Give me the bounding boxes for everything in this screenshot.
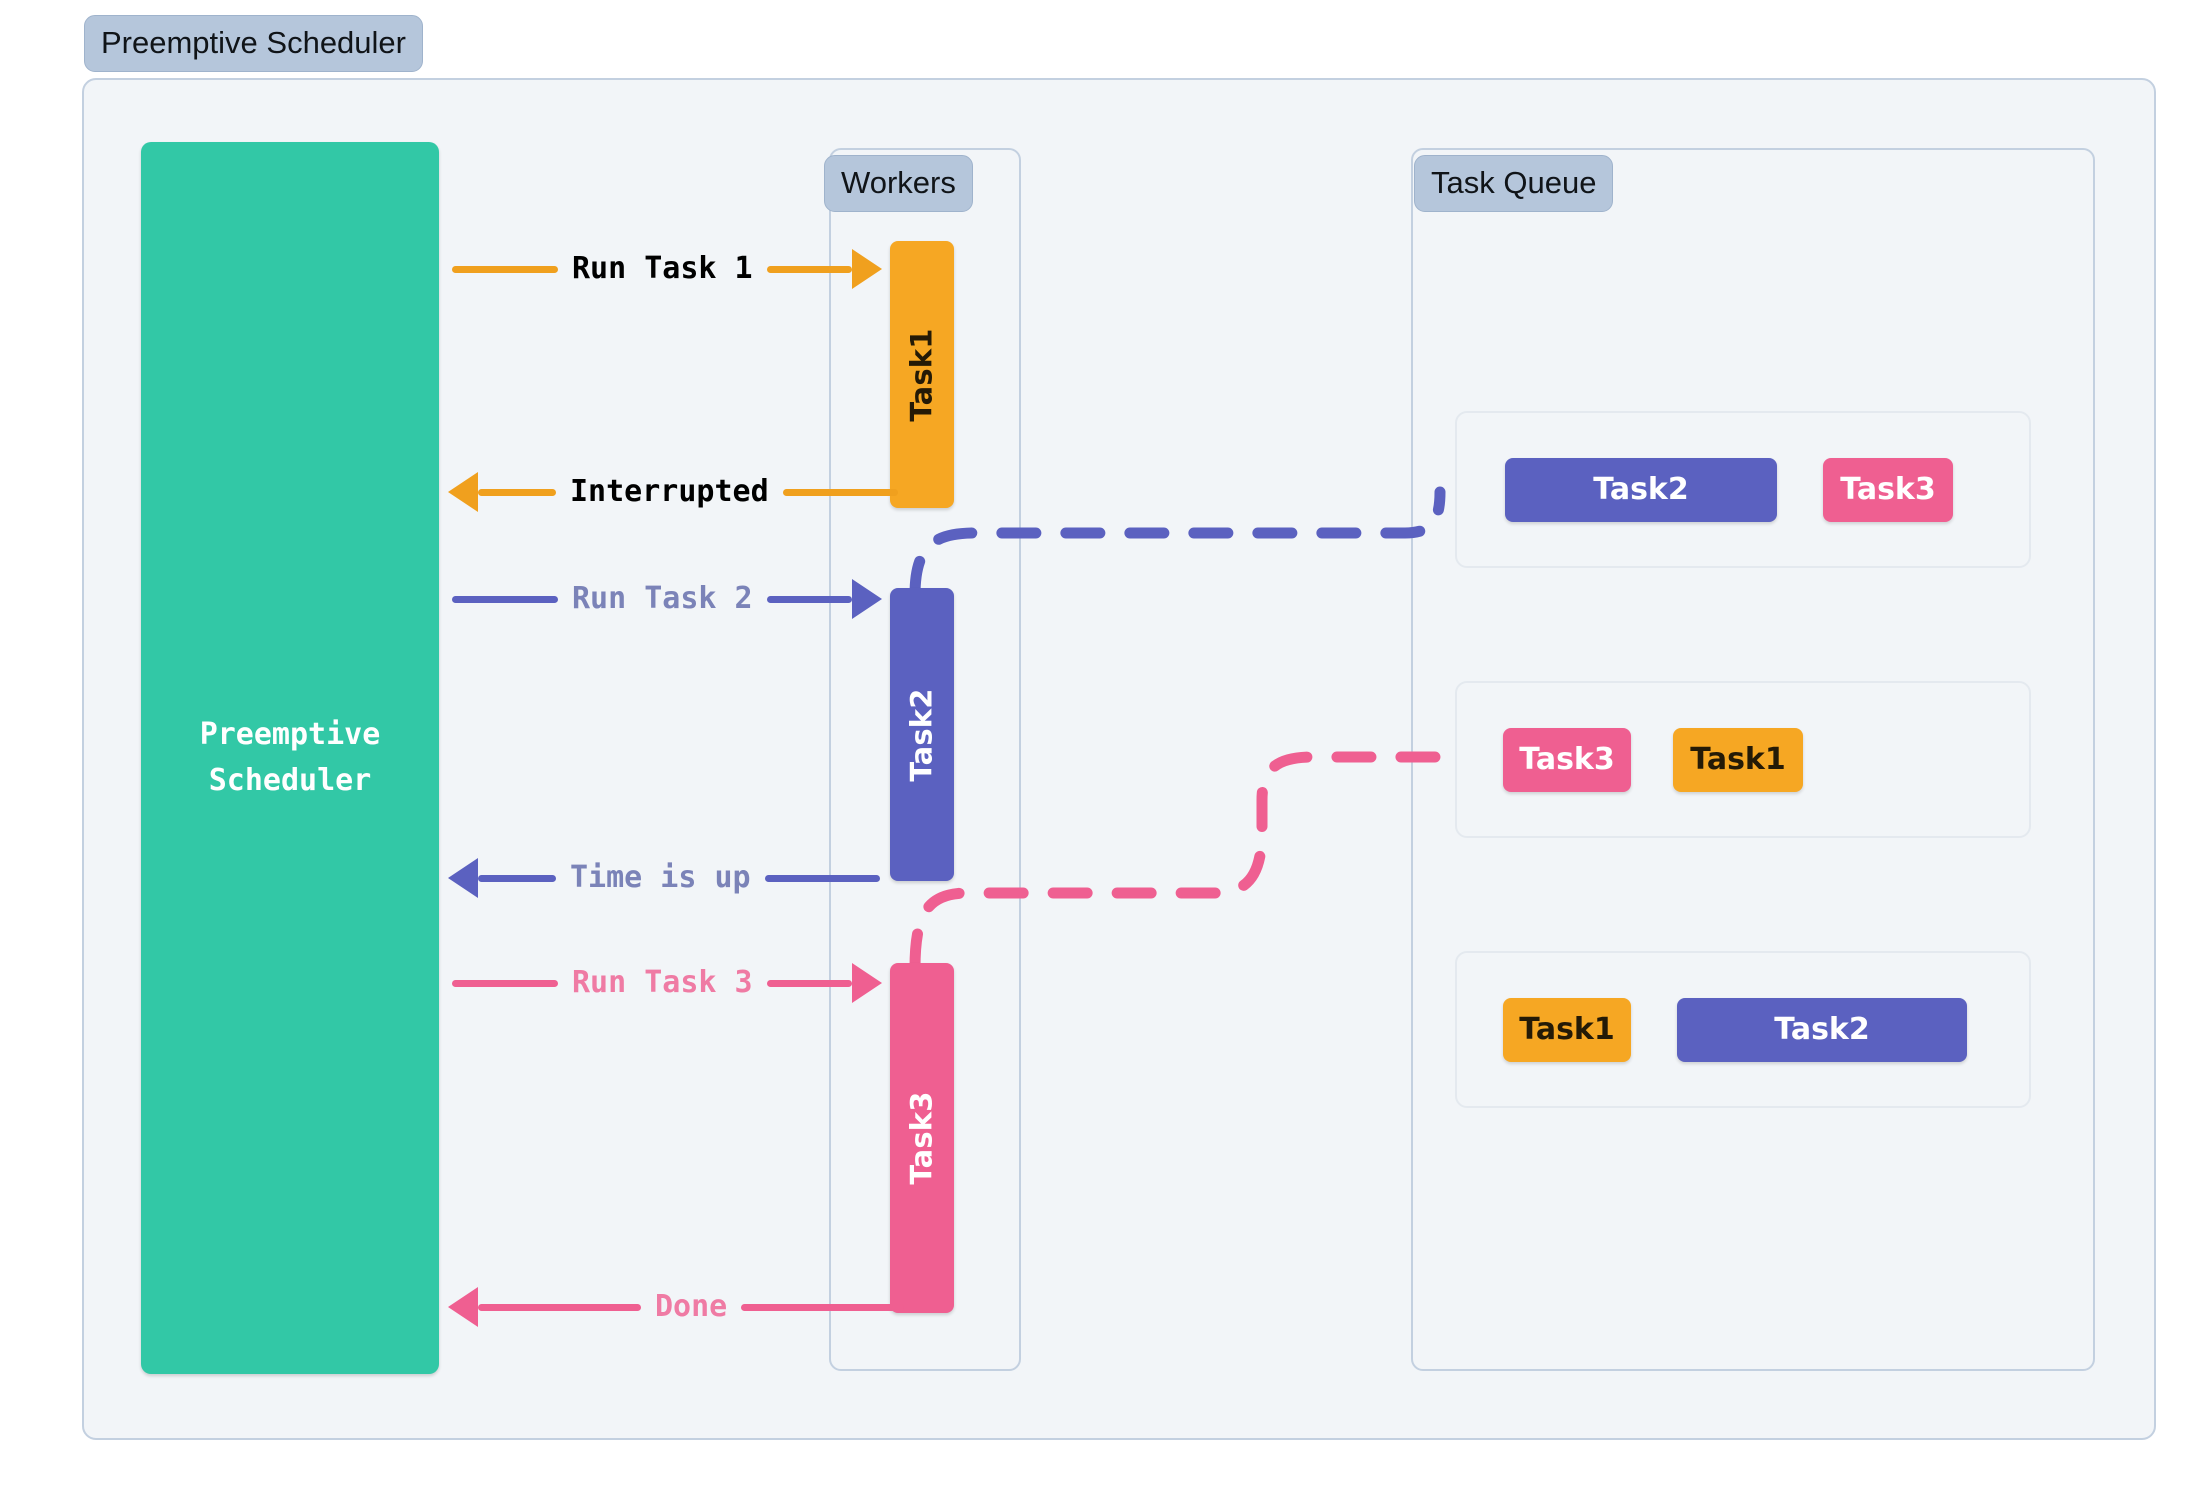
task-queue-title-badge: Task Queue: [1414, 155, 1614, 212]
queue-chip-label: Task1: [1519, 1012, 1615, 1047]
queue-chip-task2[interactable]: Task2: [1677, 997, 1967, 1062]
diagram-title-badge: Preemptive Scheduler: [84, 15, 423, 72]
workers-title-badge: Workers: [824, 155, 973, 212]
queue-row: Task1 Task2: [1455, 951, 2031, 1108]
queue-row: Task3 Task1: [1455, 681, 2031, 838]
worker-bar-task1[interactable]: Task1: [890, 241, 954, 508]
queue-chip-task3[interactable]: Task3: [1823, 457, 1953, 522]
worker-bar-task3[interactable]: Task3: [890, 963, 954, 1313]
queue-chip-label: Task2: [1593, 472, 1689, 507]
queue-chip-label: Task2: [1774, 1012, 1870, 1047]
scheduler-box[interactable]: Preemptive Scheduler: [141, 142, 439, 1374]
queue-chip-task2[interactable]: Task2: [1505, 457, 1777, 522]
queue-chip-label: Task3: [1519, 742, 1615, 777]
worker-bar-label: Task1: [905, 327, 939, 422]
queue-chip-task1[interactable]: Task1: [1503, 997, 1631, 1062]
scheduler-label: Preemptive Scheduler: [199, 716, 381, 799]
queue-chip-label: Task3: [1840, 472, 1936, 507]
worker-bar-task2[interactable]: Task2: [890, 588, 954, 881]
worker-bar-label: Task2: [905, 687, 939, 782]
queue-chip-task1[interactable]: Task1: [1673, 727, 1803, 792]
worker-bar-label: Task3: [905, 1091, 939, 1185]
queue-chip-task3[interactable]: Task3: [1503, 727, 1631, 792]
queue-row: Task2 Task3: [1455, 411, 2031, 568]
queue-chip-label: Task1: [1690, 742, 1786, 777]
